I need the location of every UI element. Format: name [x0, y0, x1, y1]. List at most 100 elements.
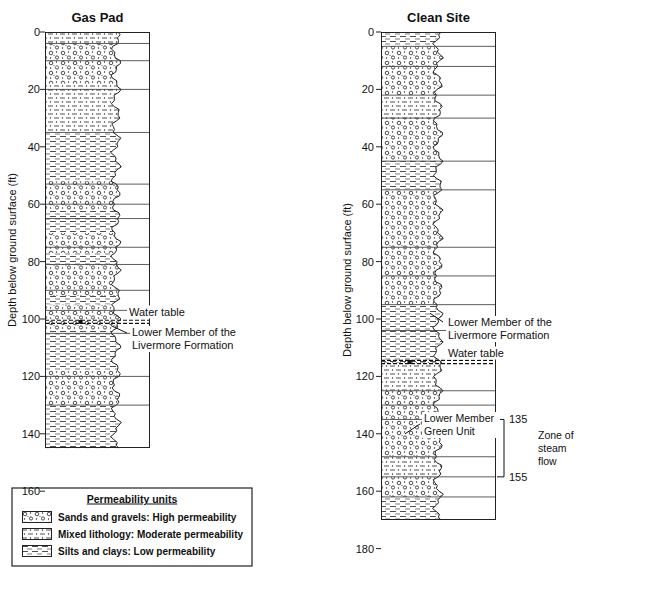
layer-boundary — [381, 476, 496, 477]
depth-tick-label: 140 — [22, 427, 40, 440]
lithology-layer — [45, 132, 121, 181]
layer-boundary — [381, 189, 496, 190]
water-table-marker — [407, 360, 411, 364]
lithology-layer — [381, 276, 442, 305]
water-table-marker — [78, 320, 82, 324]
water-table-line — [45, 323, 150, 324]
legend-box — [12, 488, 252, 566]
depth-tick-label: 40 — [362, 140, 374, 153]
lithology-layer — [381, 95, 442, 118]
legend-swatch-fill — [23, 512, 52, 523]
lithology-layer — [45, 84, 121, 133]
depth-tick-label: 20 — [362, 83, 374, 96]
column-heading: Gas Pad — [71, 10, 123, 25]
lithology-layer — [45, 210, 120, 233]
layer-boundary — [381, 405, 496, 406]
leader-line — [405, 424, 420, 434]
water-table-label: Water table — [446, 347, 506, 360]
legend-text: Mixed lithology: Moderate permeability — [58, 529, 243, 540]
layer-boundary — [381, 118, 496, 119]
layer-boundary — [381, 390, 496, 391]
layer-boundary — [45, 132, 150, 133]
legend-text: Silts and clays: Low permeability — [58, 546, 215, 557]
water-table-line — [381, 360, 496, 361]
lithology-layer — [381, 46, 443, 66]
lithology-layer — [381, 66, 442, 95]
layer-boundary — [45, 405, 150, 406]
formation-label: Lower Member of the Livermore Formation — [130, 326, 256, 352]
lithology-layer — [45, 405, 121, 448]
depth-tick-label: 120 — [356, 370, 374, 383]
column-heading: Clean Site — [407, 10, 470, 25]
lithology-layer — [45, 32, 120, 43]
legend-swatch — [22, 528, 52, 540]
depth-tick-label: 40 — [28, 140, 40, 153]
layer-boundary — [381, 304, 496, 305]
legend-entry: Silts and clays: Low permeability — [22, 545, 215, 557]
layer-boundary — [45, 60, 150, 61]
borehole-log: Clean Site — [381, 32, 496, 520]
layer-boundary — [381, 456, 496, 457]
axis-title: Depth below ground surface (ft) — [6, 173, 19, 327]
layer-boundary — [381, 247, 496, 248]
legend-entry: Mixed lithology: Moderate permeability — [22, 528, 243, 540]
layer-boundary — [381, 46, 496, 47]
legend-swatch — [22, 511, 52, 523]
lithology-layer — [381, 190, 443, 247]
leader-line — [430, 313, 443, 322]
leader-line — [111, 326, 127, 333]
lithology-layer — [45, 296, 120, 305]
layer-boundary — [45, 247, 150, 248]
depth-tick-label: 60 — [28, 198, 40, 211]
water-table-line — [381, 363, 496, 364]
formation-label: Lower Member of the Livermore Formation — [446, 316, 562, 342]
depth-tick-label: 0 — [34, 26, 40, 39]
lithology-layer — [45, 305, 121, 331]
legend-text: Sands and gravels: High permeability — [58, 512, 236, 523]
depth-tick-label: 0 — [368, 26, 374, 39]
legend-swatch-fill — [23, 546, 52, 557]
water-table-label: Water table — [127, 305, 187, 318]
legend-swatch-fill — [23, 529, 52, 540]
lithology-layer — [381, 305, 443, 362]
layer-boundary — [45, 204, 150, 205]
depth-tick-label: 60 — [362, 198, 374, 211]
layer-boundary — [45, 264, 150, 265]
depth-tick-label: 160 — [356, 485, 374, 498]
layer-boundary — [381, 496, 496, 497]
layer-boundary — [45, 89, 150, 90]
lithology-layer — [45, 371, 120, 405]
lithology-layer — [45, 66, 117, 83]
lithology-layer — [381, 247, 442, 276]
lithology-layer — [45, 330, 121, 370]
legend-swatch — [22, 545, 52, 557]
layer-boundary — [45, 43, 150, 44]
lithology-layer — [45, 43, 120, 66]
zone-depth: 155 — [509, 470, 527, 483]
layer-boundary — [381, 95, 496, 96]
lithology-layer — [45, 253, 117, 264]
lithology-layer — [381, 457, 442, 477]
depth-tick-label: 80 — [362, 255, 374, 268]
layer-boundary — [45, 218, 150, 219]
unit-label: Lower Member Green Unit — [422, 412, 500, 438]
depth-tick-label: 120 — [22, 370, 40, 383]
lithology-layer — [381, 118, 443, 161]
depth-tick-label: 180 — [356, 542, 374, 555]
depth-tick — [376, 548, 381, 549]
depth-tick-label: 80 — [28, 255, 40, 268]
lithology-column — [376, 32, 496, 549]
depth-tick-label: 100 — [22, 313, 40, 326]
depth-tick-label: 20 — [28, 83, 40, 96]
depth-tick-label: 140 — [356, 427, 374, 440]
depth-tick-label: 100 — [356, 313, 374, 326]
zone-label: Zone of steam flow — [538, 429, 584, 468]
lithology-layer — [381, 32, 441, 46]
lithology-layer — [45, 181, 120, 210]
layer-boundary — [45, 184, 150, 185]
depth-tick — [40, 491, 45, 492]
layer-boundary — [45, 376, 150, 377]
lithology-layer — [45, 264, 121, 296]
legend-title: Permeability units — [87, 493, 177, 506]
